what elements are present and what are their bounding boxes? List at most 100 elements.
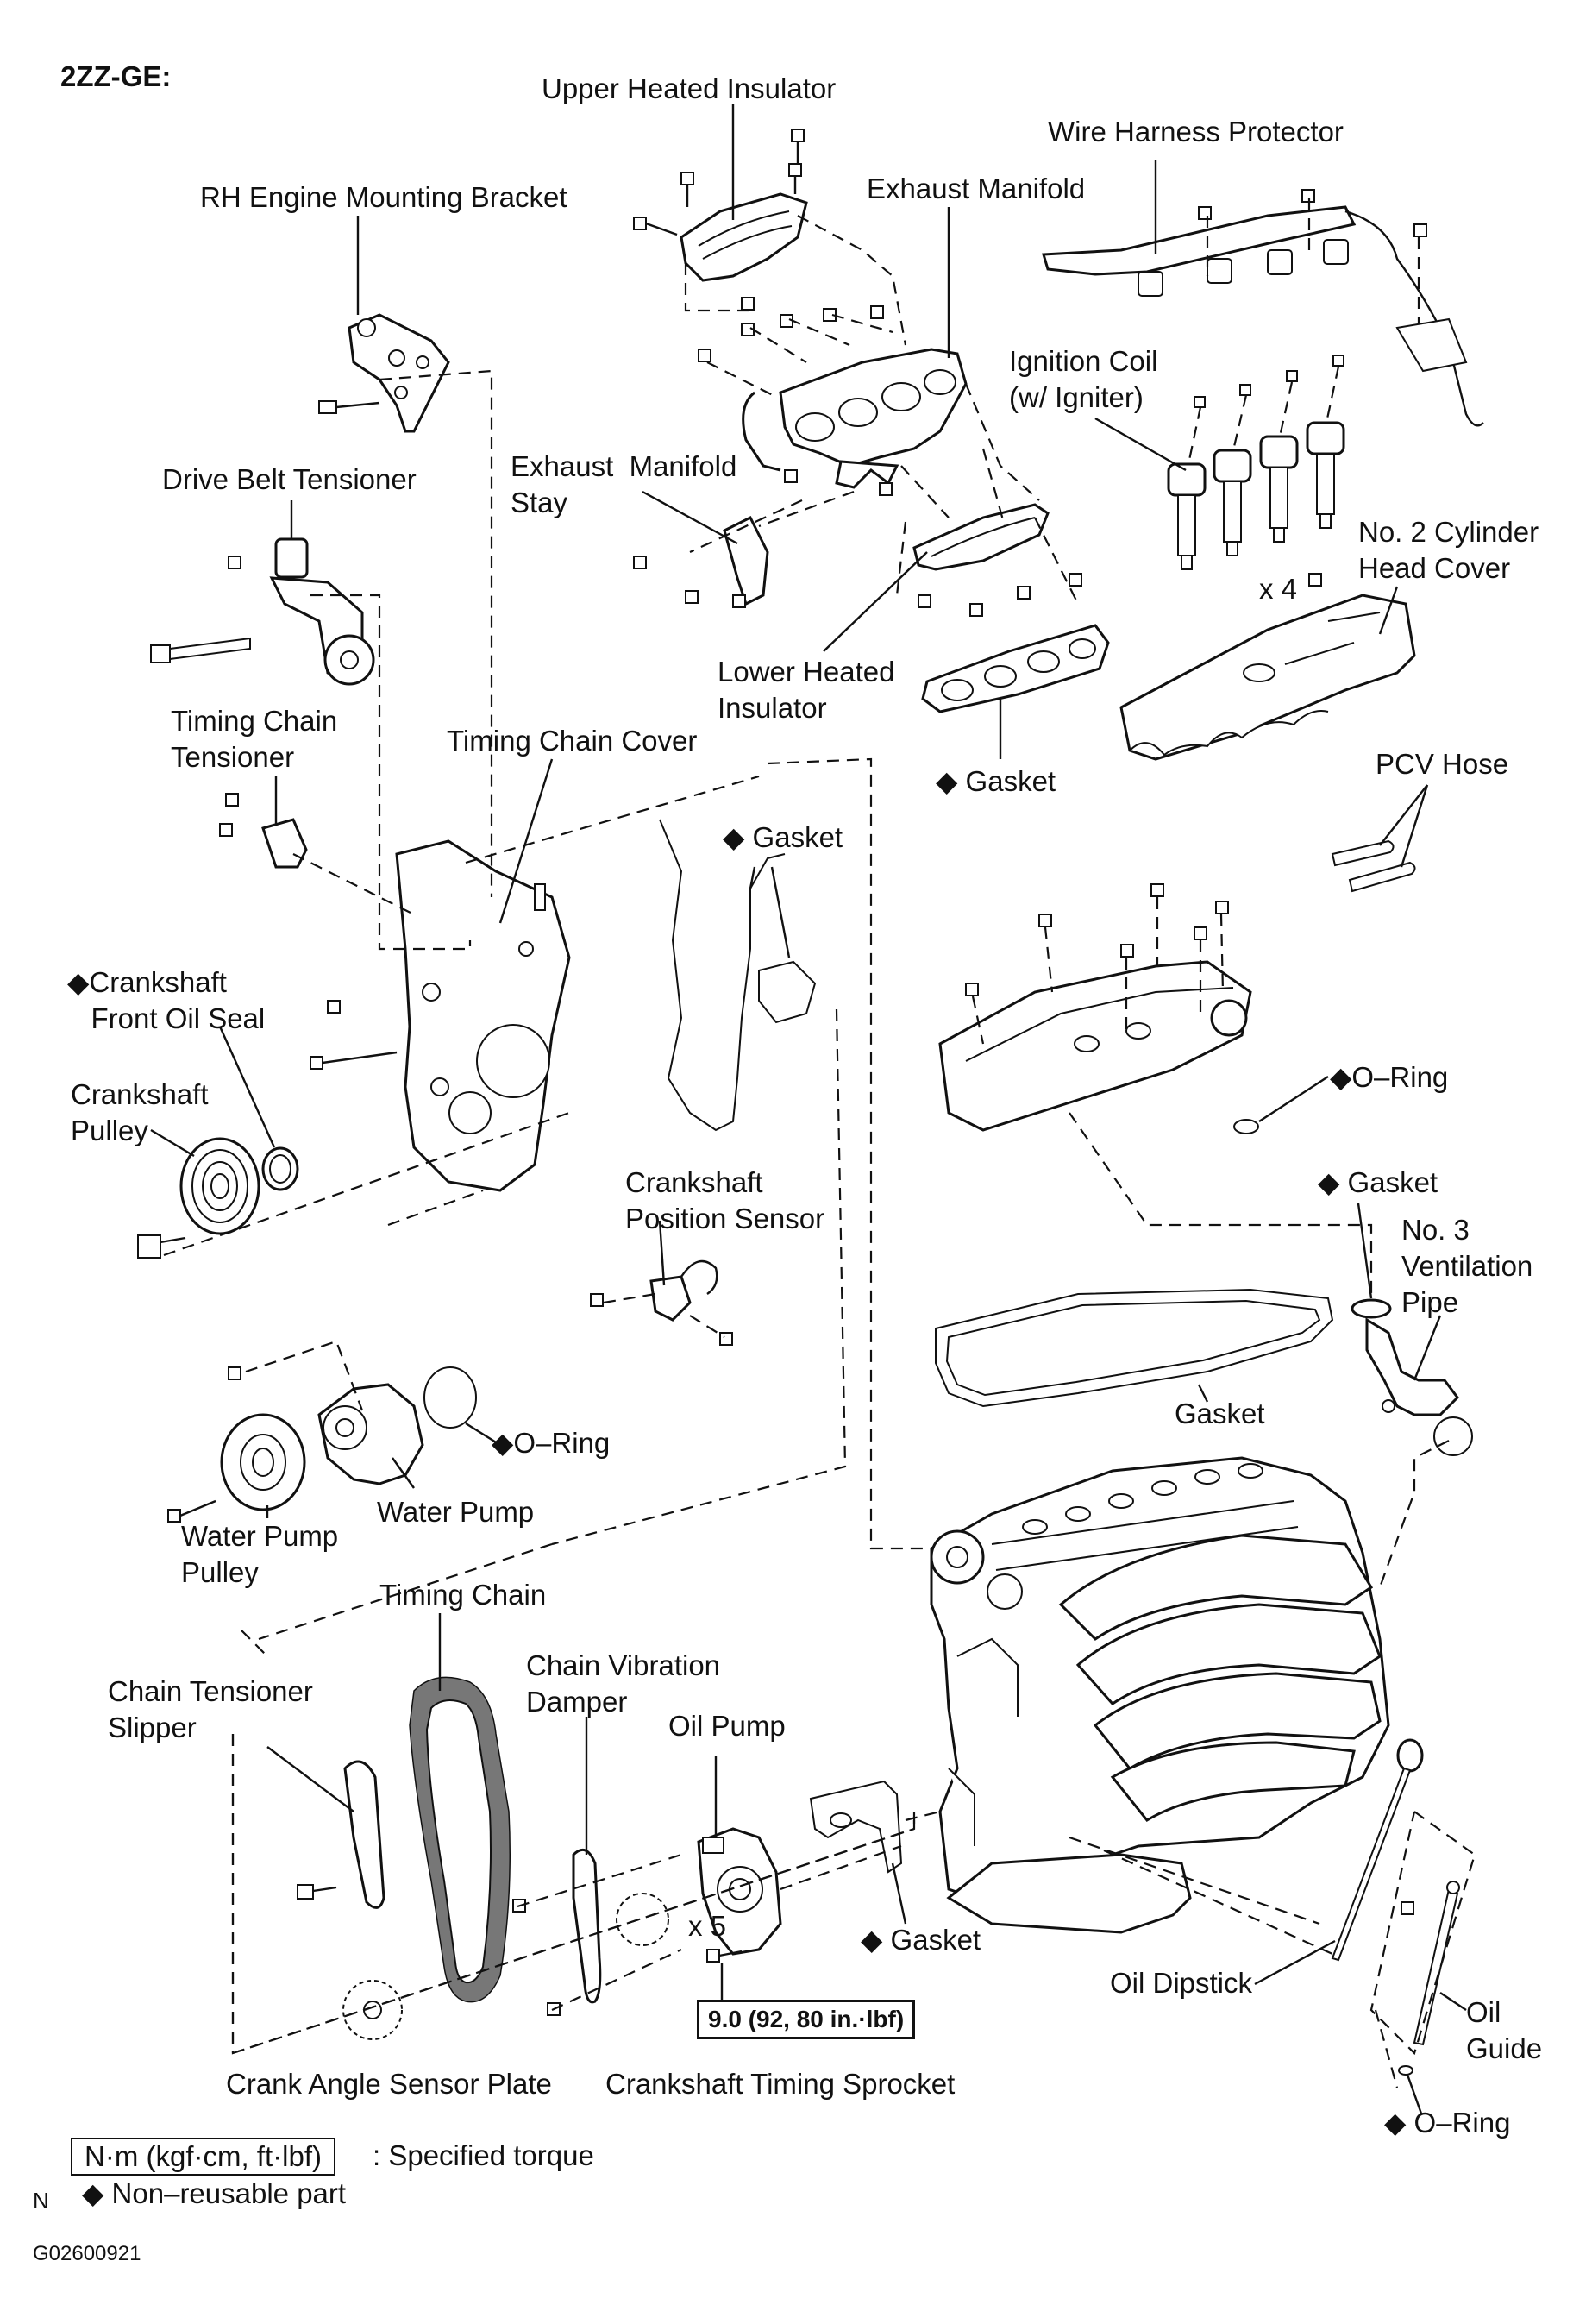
label-upper-heated-insulator: Upper Heated Insulator: [542, 72, 837, 104]
legend-torque-desc: : Specified torque: [373, 2139, 594, 2171]
label-chain-vibration-damper: Chain Vibration Damper: [526, 1649, 721, 1718]
label-timing-chain-tensioner: Timing Chain Tensioner: [171, 705, 338, 773]
timing-chain-tensioner-part: [219, 793, 308, 869]
label-crankshaft-timing-sprocket: Crankshaft Timing Sprocket: [605, 2068, 956, 2100]
label-o-ring-guide: ◆ O–Ring: [1384, 2107, 1511, 2139]
crankshaft-pulley-part: [137, 1137, 260, 1259]
timing-chain-cover-gasket-part: [659, 819, 817, 1132]
leader-o-ring-guide: [1406, 2074, 1423, 2114]
leader-o-ring-head: [1258, 1075, 1329, 1123]
oil-pump-part: [697, 1827, 782, 1963]
label-lower-heated-insulator: Lower Heated Insulator: [718, 656, 895, 724]
engine-block-part: [930, 1456, 1390, 1934]
bolts-upper-insulator: [633, 129, 805, 236]
chain-tensioner-slipper-part: [297, 1760, 385, 1909]
crankshaft-timing-sprocket-part: [616, 1893, 669, 1946]
water-pump-part: [228, 1366, 424, 1485]
legend-side-mark: N: [33, 2188, 49, 2214]
leader-exhaust-manifold-stay: [642, 490, 738, 545]
label-crankshaft-front-oil-seal: ◆Crankshaft Front Oil Seal: [67, 966, 266, 1034]
oil-guide-part: [1398, 1881, 1460, 2076]
label-crankshaft-position-sensor: Crankshaft Position Sensor: [625, 1166, 825, 1234]
oil-pump-gasket-part: [809, 1780, 903, 1874]
wire-harness-protector-part: [1042, 205, 1484, 427]
leader-no2-head-cover: [1378, 586, 1399, 635]
label-water-pump: Water Pump: [377, 1496, 535, 1528]
leader-front-oil-seal: [218, 1026, 276, 1148]
label-gasket-manifold: ◆ Gasket: [936, 765, 1056, 797]
label-oil-dipstick: Oil Dipstick: [1110, 1967, 1253, 1999]
bolts-exhaust-manifold: [698, 297, 893, 496]
leader-gasket-oil-pump: [891, 1862, 907, 1925]
figure-code: G02600921: [33, 2242, 141, 2265]
label-exhaust-manifold-stay: Exhaust Manifold Stay: [511, 450, 737, 518]
leader-chain-slipper: [266, 1746, 354, 1812]
exhaust-manifold-stay-part: [633, 515, 769, 608]
label-rh-engine-mounting-bracket: RH Engine Mounting Bracket: [200, 181, 567, 213]
label-crankshaft-pulley: Crankshaft Pulley: [71, 1078, 209, 1146]
label-timing-chain-cover: Timing Chain Cover: [447, 725, 698, 757]
leader-o-ring-pump: [465, 1422, 508, 1451]
leader-gasket-cover-2: [749, 866, 756, 889]
leader-gasket-vent: [1357, 1203, 1373, 1299]
cylinder-head-cover-part: [938, 883, 1259, 1134]
label-exhaust-manifold: Exhaust Manifold: [867, 173, 1086, 204]
label-gasket-vent: ◆ Gasket: [1318, 1166, 1438, 1198]
label-x4: x 4: [1259, 573, 1298, 605]
leader-crank-position-sensor: [658, 1220, 666, 1286]
upper-heated-insulator-part: [680, 192, 808, 282]
bolts-wire-harness: [1198, 189, 1427, 237]
leader-timing-chain-cover: [498, 758, 554, 924]
label-no3-ventilation-pipe: No. 3 Ventilation Pipe: [1401, 1214, 1533, 1318]
water-pump-o-ring-part: [423, 1366, 477, 1429]
leader-ignition-coil: [1094, 417, 1187, 472]
timing-chain-part: [409, 1676, 511, 2003]
timing-chain-cover-part: [310, 839, 571, 1192]
chain-vibration-damper-part: [512, 1848, 602, 2016]
label-timing-chain: Timing Chain: [379, 1579, 547, 1611]
lower-heated-insulator-part: [912, 503, 1082, 617]
label-drive-belt-tensioner: Drive Belt Tensioner: [162, 463, 417, 495]
no2-cylinder-head-cover-part: [1119, 573, 1416, 761]
label-o-ring-head: ◆O–Ring: [1330, 1061, 1449, 1093]
label-chain-tensioner-slipper: Chain Tensioner Slipper: [108, 1675, 313, 1743]
label-o-ring-pump: ◆O–Ring: [492, 1427, 611, 1459]
leader-oil-guide: [1439, 1992, 1467, 2011]
crank-angle-sensor-plate-part: [342, 1980, 403, 2040]
label-no2-cylinder-head-cover: No. 2 Cylinder Head Cover: [1358, 516, 1539, 584]
leader-water-pump: [392, 1457, 415, 1489]
label-water-pump-pulley: Water Pump Pulley: [181, 1520, 339, 1588]
head-gasket-part: [935, 1288, 1334, 1408]
crankshaft-position-sensor-part: [590, 1259, 733, 1346]
exhaust-manifold-gasket-part: [921, 624, 1110, 713]
leader-pcv-hose-1: [1379, 784, 1428, 846]
leader-crankshaft-pulley: [150, 1128, 195, 1158]
label-oil-pump: Oil Pump: [668, 1710, 786, 1742]
label-oil-guide: Oil Guide: [1466, 1996, 1543, 2064]
model-title: 2ZZ-GE:: [60, 60, 172, 92]
legend-torque-unit-box: N·m (kgf·cm, ft·lbf): [71, 2138, 335, 2176]
leader-head-gasket: [1197, 1384, 1209, 1403]
no3-ventilation-pipe-part: [1351, 1298, 1473, 1456]
label-gasket-oil-pump: ◆ Gasket: [861, 1924, 981, 1956]
drive-belt-tensioner-part: [150, 537, 375, 686]
leader-oil-dipstick: [1254, 1939, 1336, 1986]
label-gasket-cover: ◆ Gasket: [723, 821, 843, 853]
label-pcv-hose: PCV Hose: [1376, 748, 1509, 780]
label-ignition-coil: Ignition Coil (w/ Igniter): [1009, 345, 1158, 413]
assembly-lines: [163, 198, 1476, 2088]
leader-gasket-cover-1: [770, 866, 791, 958]
leader-pcv-hose-2: [1400, 784, 1429, 868]
crankshaft-front-oil-seal-part: [261, 1146, 299, 1191]
pcv-hose-part: [1331, 839, 1416, 893]
exhaust-manifold-part: [742, 348, 968, 489]
legend-non-reusable: ◆ Non–reusable part: [82, 2177, 347, 2209]
leader-lower-insulator: [823, 551, 928, 652]
label-crank-angle-sensor-plate: Crank Angle Sensor Plate: [226, 2068, 552, 2100]
label-x5: x 5: [688, 1910, 727, 1942]
label-gasket-head: Gasket: [1175, 1398, 1265, 1429]
water-pump-pulley-part: [167, 1413, 306, 1523]
ignition-coils-part: [1167, 355, 1345, 570]
label-wire-harness-protector: Wire Harness Protector: [1048, 116, 1344, 148]
